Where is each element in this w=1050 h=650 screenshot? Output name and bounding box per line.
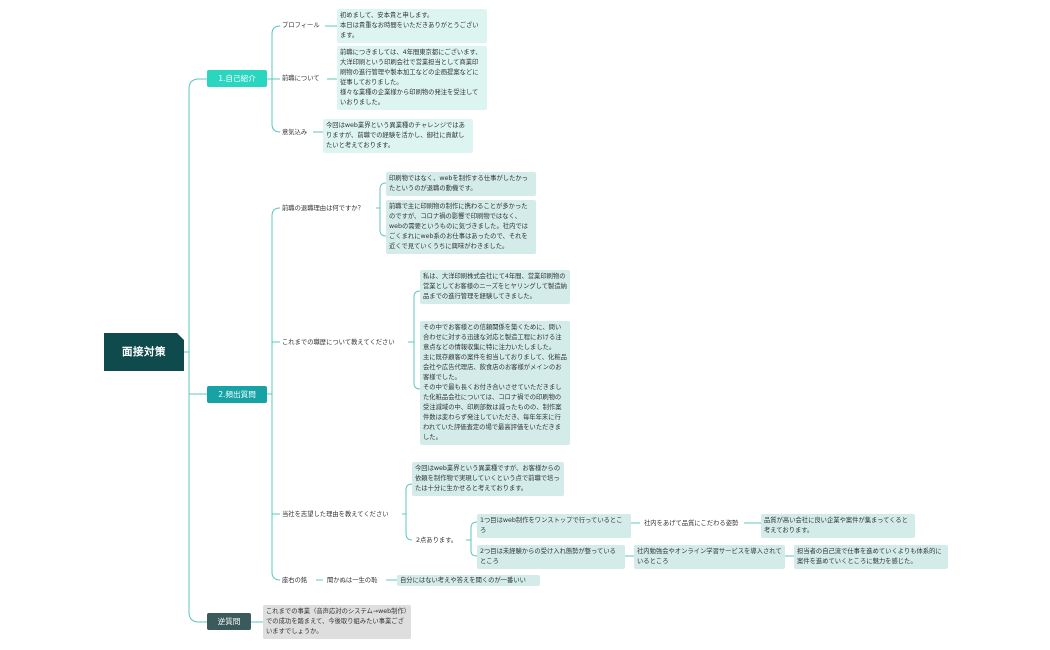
reason-for-leaving-detail-2[interactable]: 前職で主に印刷物の制作に携わることが多かったのですが、コロナ禍の影響で印刷物では… — [386, 200, 536, 254]
topic-enthusiasm[interactable]: 意気込み — [282, 129, 308, 136]
topic-motto[interactable]: 座右の銘 — [282, 577, 308, 584]
branch-frequent-questions[interactable]: 2.頻出質問 — [207, 386, 267, 403]
two-points-label[interactable]: 2点あります。 — [416, 537, 458, 544]
topic-reason-for-leaving[interactable]: 前職の退職理由は何ですか？ — [282, 205, 364, 212]
point-1[interactable]: 1つ目はweb制作をワンストップで行っているところ — [477, 514, 631, 538]
topic-motivation[interactable]: 当社を志望した理由を教えてください — [282, 511, 389, 518]
topic-profile[interactable]: プロフィール — [282, 22, 320, 29]
career-history-detail-2[interactable]: その中でお客様との信頼関係を築くために、問い合わせに対する迅速な対応と製造工程に… — [420, 321, 570, 445]
topic-career-history[interactable]: これまでの職歴について教えてください — [282, 339, 395, 346]
point-2-reason[interactable]: 社内勉強会やオンライン学習サービスを導入されているところ — [634, 545, 785, 569]
motto-detail[interactable]: 自分にはない考えや答えを聞くのが一番いい — [397, 575, 540, 586]
point-1-result[interactable]: 品質が高い会社に良い企業や案件が集まってくると考えております。 — [761, 514, 915, 538]
previous-job-detail[interactable]: 前職につきましては、4年間東京都にございます、大洋印刷という印刷会社で営業担当と… — [337, 46, 487, 110]
profile-detail[interactable]: 初めまして、安本貴と申します。 本日は貴重なお時間をいただきありがとうございます… — [337, 9, 487, 43]
branch-self-introduction[interactable]: 1.自己紹介 — [207, 70, 267, 87]
point-2-result[interactable]: 担当者の自己流で仕事を進めていくよりも体系的に案件を進めていくところに魅力を感じ… — [794, 545, 948, 569]
motto-value[interactable]: 聞かぬは一生の恥 — [327, 577, 378, 584]
motivation-detail[interactable]: 今回はweb業界という異業種ですが、お客様からの依頼を制作物で実現していくという… — [412, 462, 564, 496]
point-1-reason[interactable]: 社内をあげて品質にこだわる姿勢 — [644, 520, 739, 527]
reason-for-leaving-detail-1[interactable]: 印刷物ではなく、webを制作する仕事がしたかったというのが退職の動機です。 — [386, 172, 536, 196]
root-topic[interactable]: 面接対策 — [104, 333, 184, 371]
branch-reverse-question[interactable]: 逆質問 — [207, 613, 251, 630]
career-history-detail-1[interactable]: 私は、大洋印刷株式会社にて4年間、営業印刷物の営業としてお客様のニーズをヒヤリン… — [420, 270, 570, 304]
enthusiasm-detail[interactable]: 今回はweb業界という異業種のチャレンジではありますが、前職での経験を活かし、御… — [323, 119, 473, 153]
topic-previous-job[interactable]: 前職について — [282, 75, 320, 82]
reverse-question-detail[interactable]: これまでの事業（音声応対のシステム→web制作）での成功を踏まえて、今後取り組み… — [263, 605, 411, 639]
point-2[interactable]: 2つ目は未経験からの受け入れ態勢が整っているところ — [477, 545, 625, 569]
